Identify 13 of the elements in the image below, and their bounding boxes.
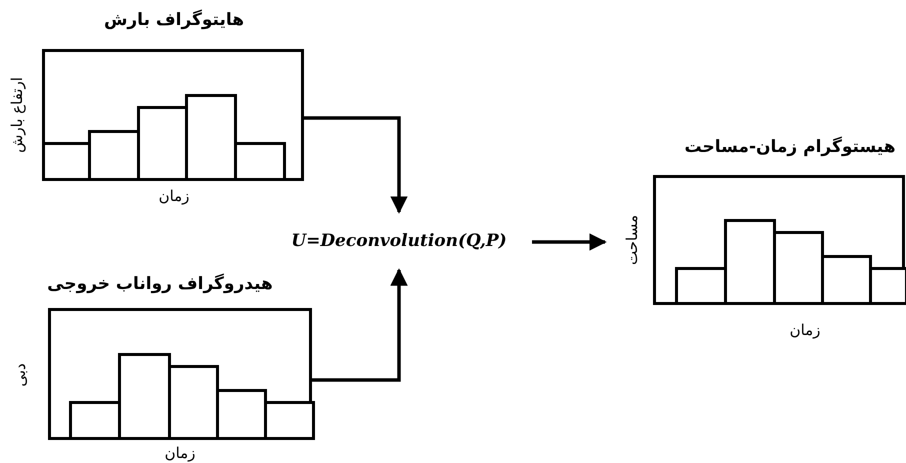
arrow [304,116,408,214]
chart-title: هیستوگرام زمان-مساحت [684,137,896,157]
arrow [532,233,607,251]
y-axis-label: دبی [11,363,29,387]
chart-title: هایتوگراف بارش [104,10,244,30]
x-axis-label: زمان [164,444,196,462]
y-axis-label: ارتفاع بارش [8,77,26,153]
formula-text: U=Deconvolution(Q,P) [290,230,508,253]
arrow [312,268,408,382]
y-axis-label: مساحت [623,215,641,265]
x-axis-label: زمان [158,187,190,205]
x-axis-label: زمان [790,321,820,339]
chart-title: هیدروگراف رواناب خروجی [47,274,273,294]
